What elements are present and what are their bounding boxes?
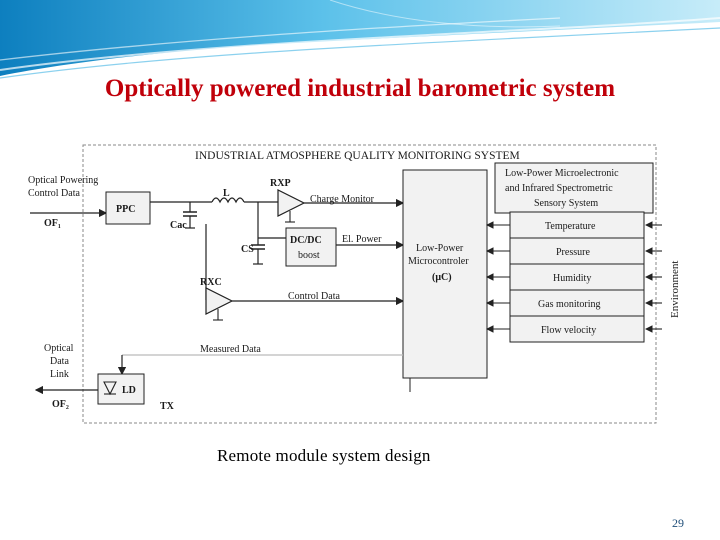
el-power-label: El. Power: [342, 234, 382, 245]
sensor-box-temperature: [509, 211, 645, 239]
sensor-system-header: [494, 162, 654, 214]
frame-title: INDUSTRIAL ATMOSPHERE QUALITY MONITORING…: [195, 150, 520, 162]
boost-label: boost: [298, 250, 320, 261]
microcontroller-box: [402, 169, 488, 379]
charge-monitor-label: Charge Monitor: [310, 194, 375, 205]
sensor-box-humidity: [509, 263, 645, 291]
control-data-label: Control Data: [288, 291, 340, 302]
system-frame: [82, 144, 657, 424]
sensor-label-temperature: Temperature: [545, 221, 596, 232]
diagram-caption: Remote module system design: [217, 446, 431, 465]
sensor-header-line1: Low-Power Microelectronic: [505, 168, 619, 179]
laser-diode-symbol: [103, 381, 117, 396]
data-label: Data: [50, 356, 69, 367]
sensor-header-line3: Sensory System: [534, 198, 598, 209]
cac-label: Cac: [170, 220, 187, 231]
ld-box: [97, 373, 145, 405]
mcu-label-line1: Low-Power: [416, 243, 464, 254]
rxc-label: RXC: [200, 277, 222, 288]
sensor-label-humidity: Humidity: [553, 273, 591, 284]
ld-label: LD: [122, 385, 136, 396]
rxc-amplifier: [205, 287, 234, 315]
control-data-input-label: Control Data: [28, 188, 80, 199]
tx-label: TX: [160, 401, 175, 412]
dcdc-label: DC/DC: [290, 235, 322, 246]
optical-powering-label: Optical Powering: [28, 175, 98, 186]
of2-label: OF₂: [52, 399, 69, 410]
dcdc-boost-box: [285, 227, 337, 267]
sensor-label-flow: Flow velocity: [541, 325, 596, 336]
environment-label: Environment: [669, 261, 681, 318]
sensor-label-pressure: Pressure: [556, 247, 590, 258]
of1-label: OF₁: [44, 218, 61, 229]
rxp-label: RXP: [270, 178, 291, 189]
sensor-header-line2: and Infrared Spectrometric: [505, 183, 613, 194]
optical-data-label: Optical: [44, 343, 74, 354]
cs-label: CS: [241, 244, 254, 255]
sensor-list: Temperature Pressure Humidity Gas monito…: [509, 211, 645, 343]
slide-title: Optically powered industrial barometric …: [104, 75, 616, 102]
inductor-label: L: [223, 188, 230, 199]
ppc-label: PPC: [116, 204, 135, 215]
link-label: Link: [50, 369, 69, 380]
ppc-box: [105, 191, 151, 225]
header-banner: [0, 0, 720, 79]
page-number: 29: [672, 516, 684, 530]
mcu-label-line3: (μC): [432, 272, 452, 283]
measured-data-label: Measured Data: [200, 344, 261, 355]
sensor-box-flow: [509, 315, 645, 343]
sensor-label-gas: Gas monitoring: [538, 299, 601, 310]
inductor-symbol: [211, 197, 245, 204]
rxp-amplifier: [277, 189, 306, 217]
mcu-label-line2: Microcontroler: [408, 256, 469, 267]
